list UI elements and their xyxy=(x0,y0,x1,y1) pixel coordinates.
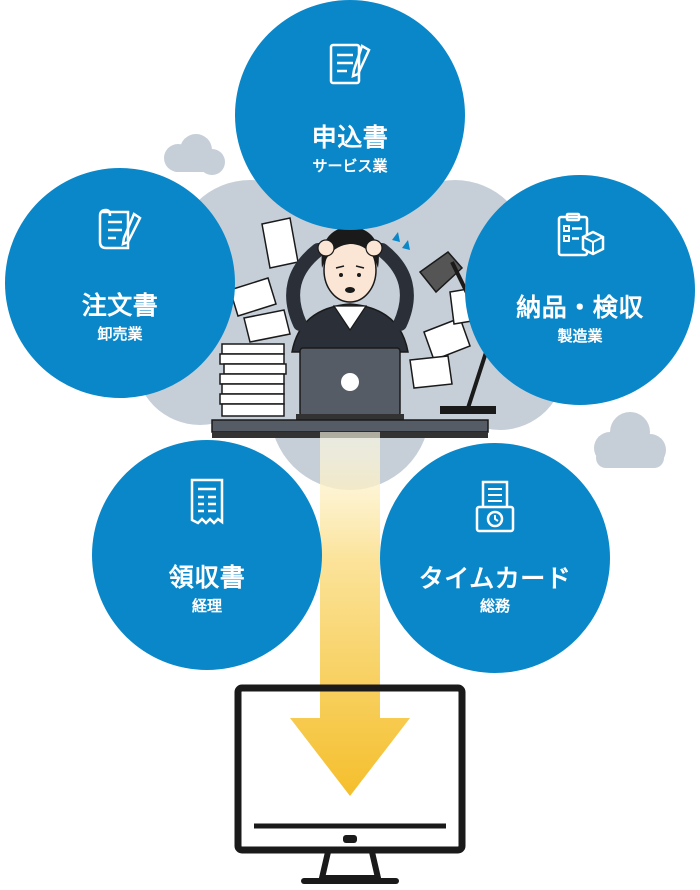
puff-cloud-left xyxy=(164,134,225,175)
circle-order-form: 注文書 卸売業 xyxy=(5,168,235,398)
circle-time-card: タイムカード 総務 xyxy=(380,443,610,673)
puff-cloud-right xyxy=(594,412,666,468)
circle-title: 納品・検収 xyxy=(516,293,644,322)
form-pen-icon xyxy=(329,43,371,85)
scroll-pen-icon xyxy=(98,208,142,250)
circle-subtitle: 経理 xyxy=(191,597,222,615)
circle-subtitle: 総務 xyxy=(479,597,510,615)
timecard-icon xyxy=(475,480,515,533)
stressed-worker-icon xyxy=(286,226,414,353)
receipt-icon xyxy=(190,478,224,525)
circle-subtitle: 卸売業 xyxy=(97,325,143,343)
down-arrow-icon xyxy=(290,432,410,796)
circle-title: 領収書 xyxy=(168,563,246,592)
circle-subtitle: サービス業 xyxy=(312,157,388,175)
paper-stack-icon xyxy=(219,343,287,417)
circle-delivery-inspection: 納品・検収 製造業 xyxy=(465,175,695,405)
monitor-icon xyxy=(234,684,466,884)
circle-title: 申込書 xyxy=(311,123,389,152)
circle-receipt: 領収書 経理 xyxy=(92,440,322,670)
laptop-icon xyxy=(296,347,404,420)
circle-title: タイムカード xyxy=(418,564,572,593)
circle-title: 注文書 xyxy=(81,291,159,320)
circle-subtitle: 製造業 xyxy=(557,327,603,345)
circle-application-form: 申込書 サービス業 xyxy=(235,0,465,230)
checklist-box-icon xyxy=(557,212,605,257)
